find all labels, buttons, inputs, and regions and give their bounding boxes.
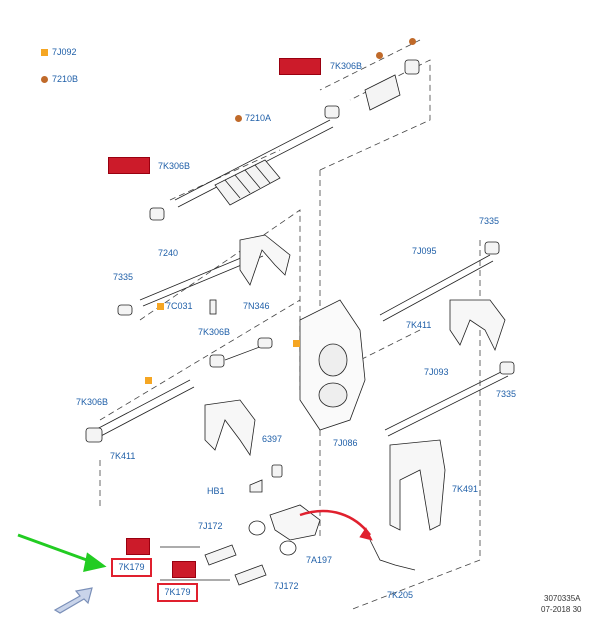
part-label-7335[interactable]: 7335	[496, 389, 517, 399]
shift-lever-assembly	[149, 59, 420, 221]
part-label-7J172[interactable]: 7J172	[274, 581, 299, 591]
square-marker-icon	[145, 377, 152, 384]
part-label-7335[interactable]: 7335	[113, 272, 134, 282]
part-label-6397[interactable]: 6397	[262, 434, 283, 444]
part-label-7K491[interactable]: 7K491	[452, 484, 479, 494]
shift-rail-left-lower	[85, 337, 283, 493]
shift-rail-7240	[117, 234, 291, 316]
green-arrow	[17, 533, 107, 572]
part-label-7J086[interactable]: 7J086	[333, 438, 358, 448]
part-label-7K411[interactable]: 7K411	[406, 320, 432, 330]
square-marker-icon	[157, 303, 164, 310]
part-label-7A197[interactable]: 7A197	[306, 555, 333, 565]
circle-marker-icon	[235, 115, 242, 122]
legend-circle-code: 7210B	[52, 74, 79, 84]
circle-marker-icon	[409, 38, 416, 45]
fastener-group	[160, 504, 416, 586]
circle-marker-icon	[376, 52, 383, 59]
redacted-part-box[interactable]	[108, 157, 150, 174]
figure-date: 07-2018 30	[541, 605, 582, 614]
part-label-7210A[interactable]: 7210A	[245, 113, 272, 123]
square-marker-icon	[41, 49, 48, 56]
part-label-7J093[interactable]: 7J093	[424, 367, 449, 377]
part-label-7J095[interactable]: 7J095	[412, 246, 437, 256]
redacted-part-box[interactable]	[172, 561, 196, 578]
circle-marker-icon	[41, 76, 48, 83]
shift-rail-7J095	[379, 241, 506, 352]
square-marker-icon	[293, 340, 300, 347]
redacted-part-box[interactable]	[279, 58, 321, 75]
redacted-part-box[interactable]	[126, 538, 150, 555]
part-label-HB1[interactable]: HB1	[207, 486, 225, 496]
red-arrow-head	[359, 527, 373, 541]
part-label-7N346[interactable]: 7N346	[243, 301, 270, 311]
part-label-7K306B[interactable]: 7K306B	[158, 161, 191, 171]
view-direction-arrow	[53, 587, 93, 614]
figure-code: 3070335A	[544, 594, 581, 603]
part-label-7335[interactable]: 7335	[479, 216, 500, 226]
part-label-7240[interactable]: 7240	[158, 248, 179, 258]
legend-square-code: 7J092	[52, 47, 77, 57]
highlighted-part-7K179[interactable]: 7K179	[111, 558, 152, 577]
selector-plate-7J086	[299, 299, 366, 431]
part-label-7J172[interactable]: 7J172	[198, 521, 223, 531]
part-label-7K411[interactable]: 7K411	[110, 451, 136, 461]
part-label-7K306B[interactable]: 7K306B	[330, 61, 363, 71]
highlighted-part-7K179[interactable]: 7K179	[157, 583, 198, 602]
shift-rail-7J093	[384, 361, 515, 531]
part-label-7C031[interactable]: 7C031	[166, 301, 193, 311]
part-label-7K306B[interactable]: 7K306B	[76, 397, 109, 407]
part-label-7K306B[interactable]: 7K306B	[198, 327, 231, 337]
part-label-7K205[interactable]: 7K205	[387, 590, 414, 600]
